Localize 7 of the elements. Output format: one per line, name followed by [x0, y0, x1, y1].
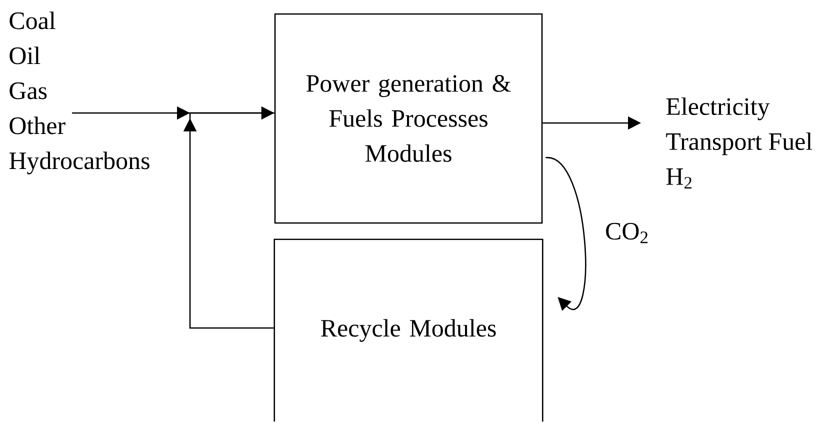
text-label: Electricity Transport Fuel H$_{2}$	[666, 97, 812, 189]
arrow	[546, 157, 586, 311]
process-box: Power generation & Fuels Processes Modules	[274, 13, 543, 224]
process-box: Recycle Modules	[274, 238, 544, 422]
text-label: Coal Oil Gas Other Hydrocarbons	[9, 12, 150, 174]
edge-label: CO$_{2}$	[604, 222, 650, 244]
arrow	[183, 112, 274, 329]
